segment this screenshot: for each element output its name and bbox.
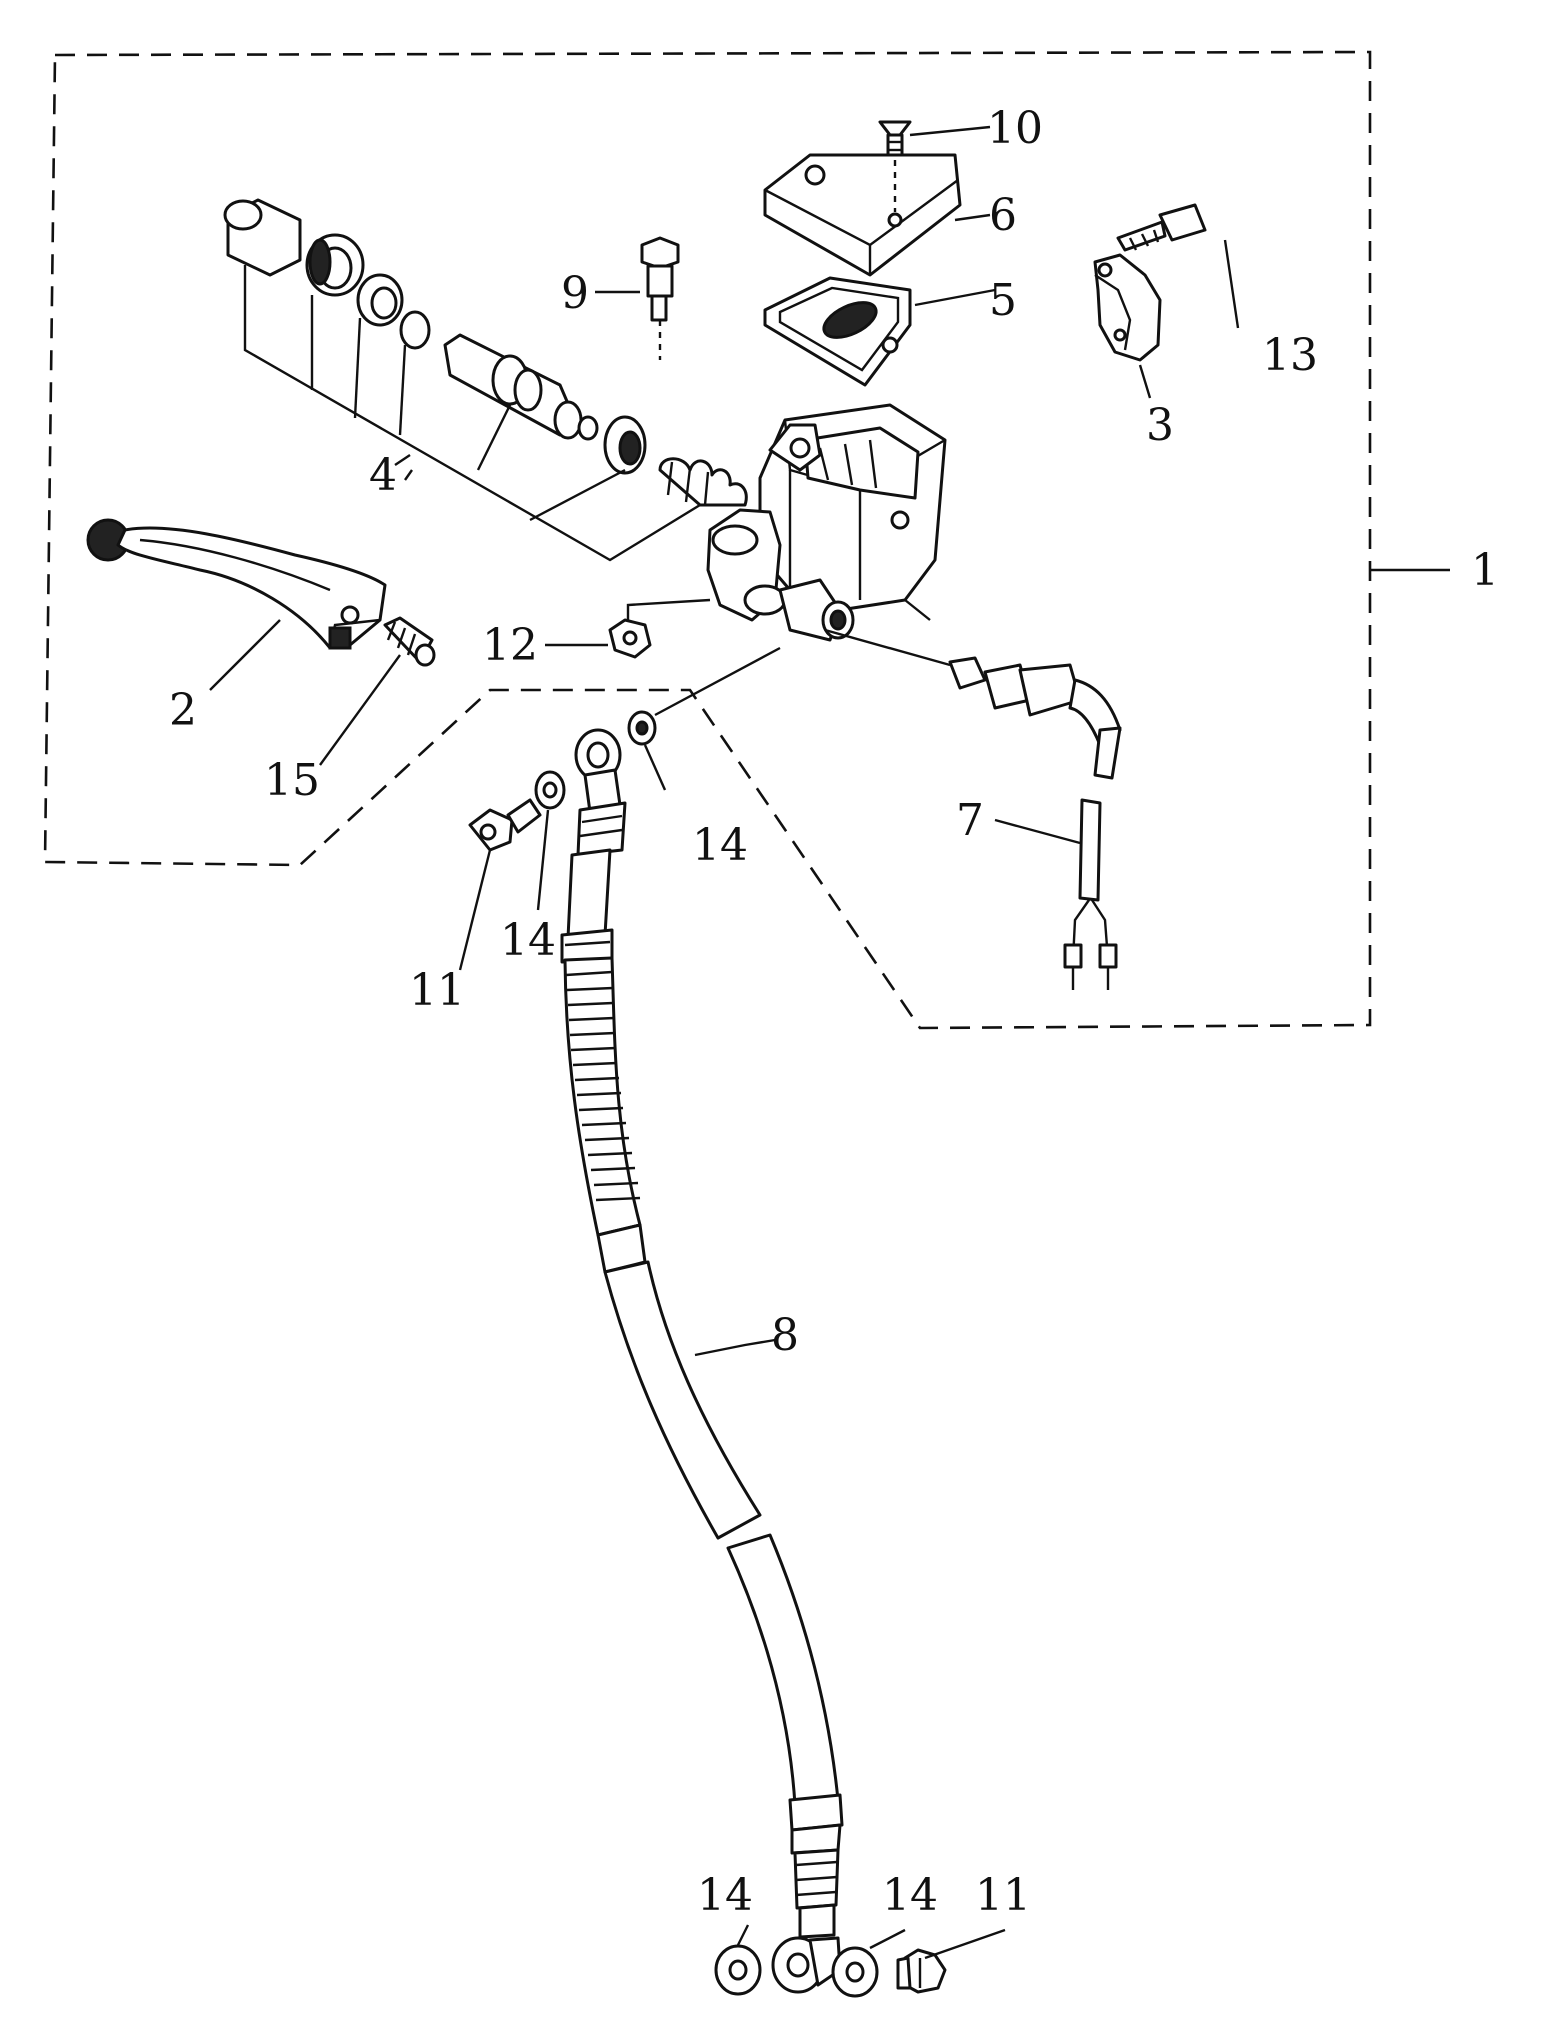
callout-14-upper-right: 14	[692, 820, 748, 871]
part-11-banjo-bolt-lower	[896, 1948, 947, 1994]
callout-8: 8	[771, 1310, 799, 1361]
callout-14-lower-right: 14	[882, 1870, 938, 1921]
part-13-bolt	[1116, 203, 1207, 252]
leader-lines	[209, 125, 1450, 1960]
callout-14-upper-left: 14	[500, 915, 556, 966]
callout-12: 12	[482, 620, 538, 671]
callout-9: 9	[561, 268, 589, 319]
callout-11-lower: 11	[975, 1870, 1031, 1921]
callout-7: 7	[956, 795, 984, 846]
callout-6: 6	[989, 190, 1017, 241]
part-15-spring	[383, 616, 436, 667]
assembly-1-boundary	[43, 50, 1372, 1030]
callout-5: 5	[989, 275, 1017, 326]
callout-4: 4	[369, 450, 397, 501]
part-4-piston-kit	[223, 198, 748, 562]
part-2-lever	[86, 518, 387, 650]
callout-10: 10	[987, 103, 1043, 154]
part-3-clamp	[1093, 253, 1162, 362]
callout-15: 15	[264, 755, 320, 806]
part-11-banjo-bolt-upper	[468, 798, 542, 852]
part-14-washer-upper-right	[627, 646, 781, 746]
callout-2: 2	[169, 685, 197, 736]
callout-11-upper: 11	[409, 965, 465, 1016]
callout-3: 3	[1146, 400, 1174, 451]
part-14-washer-upper-left	[534, 770, 566, 810]
part-5-diaphragm	[763, 276, 912, 387]
part-7-brake-switch	[824, 628, 1122, 990]
callout-14-lower-left: 14	[697, 1870, 753, 1921]
part-9-pivot-bolt	[640, 236, 680, 360]
callout-13: 13	[1262, 330, 1318, 381]
master-cylinder-body	[706, 403, 947, 642]
part-12-nut	[608, 598, 711, 659]
part-14-washer-lower-right	[831, 1946, 879, 1998]
callout-1: 1	[1471, 545, 1499, 596]
part-6-cover	[763, 153, 962, 277]
part-14-washer-lower-left	[714, 1944, 762, 1996]
part-8-brake-hose	[560, 728, 844, 1994]
